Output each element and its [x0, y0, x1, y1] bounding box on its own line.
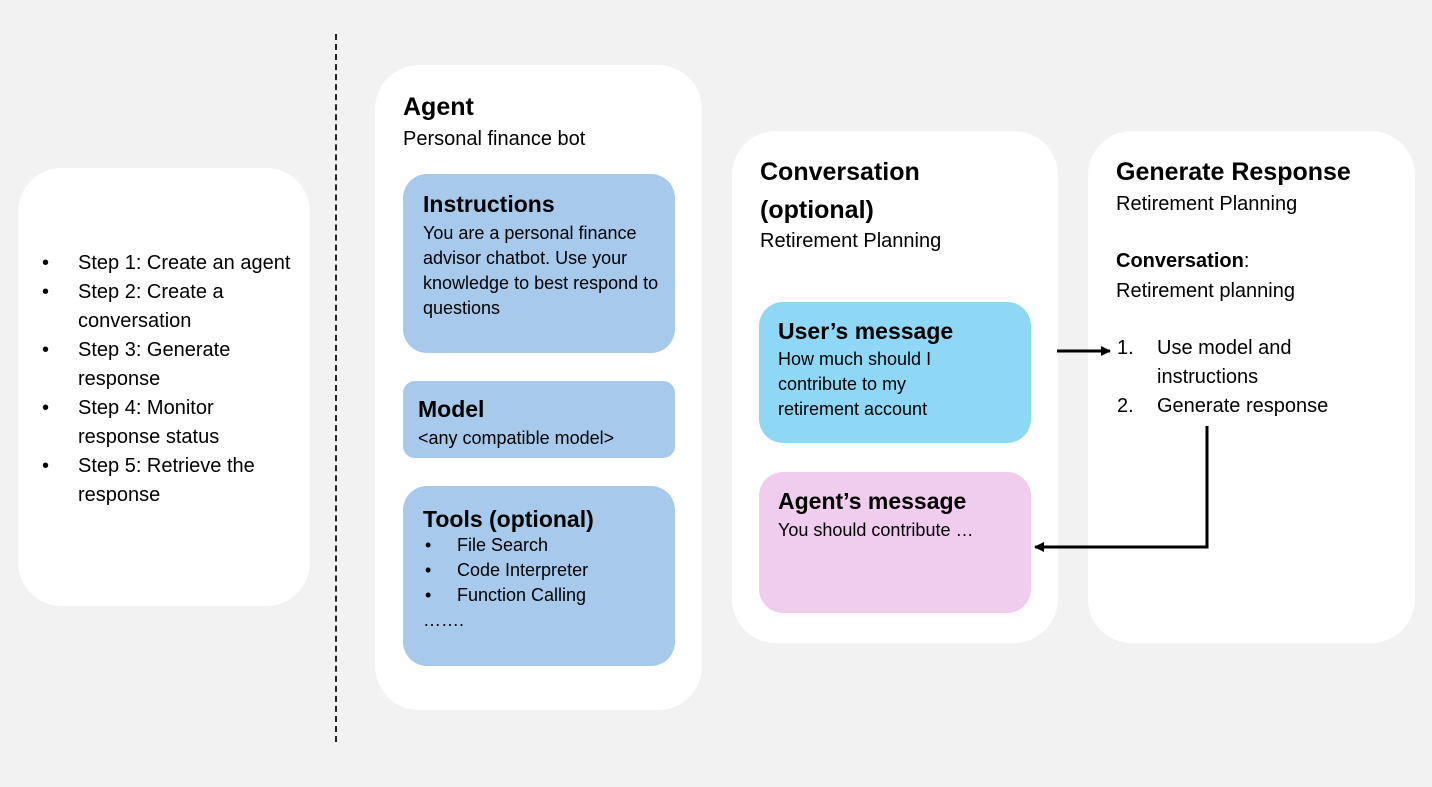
conversation-subtitle: Retirement Planning [760, 230, 942, 252]
conversation-label: Conversation [1116, 250, 1244, 272]
model-box [403, 381, 675, 458]
generate-conversation-value: Retirement planning [1116, 280, 1295, 302]
agent-message-box [759, 472, 1031, 613]
agent-subtitle: Personal finance bot [403, 128, 586, 150]
step-item: Step 5: Retrieve the response [42, 452, 292, 510]
model-text: <any compatible model> [418, 428, 615, 448]
dashed-divider [335, 34, 337, 742]
instructions-box [403, 174, 675, 353]
tools-list: File Search Code Interpreter Function Ca… [423, 533, 663, 608]
step-number: 1. [1117, 337, 1134, 359]
instructions-title: Instructions [423, 191, 555, 217]
user-message-text: How much should I contribute to my retir… [778, 349, 932, 419]
generate-step: 2. Generate response [1117, 392, 1377, 421]
generate-steps: 1. Use model and instructions 2. Generate … [1117, 334, 1377, 421]
step-item: Step 4: Monitor response status [42, 394, 292, 452]
step-number: 2. [1117, 395, 1134, 417]
tools-more: ……. [423, 610, 465, 630]
steps-list: Step 1: Create an agent Step 2: Create a… [42, 249, 292, 510]
user-message-title: User’s message [778, 318, 954, 344]
tools-title: Tools (optional) [423, 506, 594, 532]
generate-step: 1. Use model and instructions [1117, 334, 1377, 392]
user-message-box [759, 302, 1031, 443]
instructions-text: You are a personal finance advisor chatb… [423, 223, 659, 318]
arrow-to-agent-message [1034, 426, 1209, 552]
conversation-title: Conversation [760, 158, 920, 186]
conversation-optional: (optional) [760, 196, 874, 224]
generate-subtitle: Retirement Planning [1116, 193, 1298, 215]
agent-message-title: Agent’s message [778, 488, 967, 514]
step-item: Step 2: Create a conversation [42, 278, 292, 336]
tool-item: Function Calling [423, 583, 663, 608]
generate-conversation-line: Conversation: [1116, 248, 1249, 274]
conversation-colon: : [1243, 250, 1250, 272]
step-text: Use model and instructions [1157, 337, 1292, 388]
step-text: Generate response [1157, 395, 1329, 417]
step-item: Step 1: Create an agent [42, 249, 292, 278]
tool-item: File Search [423, 533, 663, 558]
generate-title: Generate Response [1116, 158, 1351, 186]
agent-title: Agent [403, 93, 474, 121]
model-title: Model [418, 396, 485, 422]
step-item: Step 3: Generate response [42, 336, 292, 394]
tool-item: Code Interpreter [423, 558, 663, 583]
generate-card [1088, 131, 1415, 643]
agent-message-text: You should contribute … [778, 520, 974, 540]
